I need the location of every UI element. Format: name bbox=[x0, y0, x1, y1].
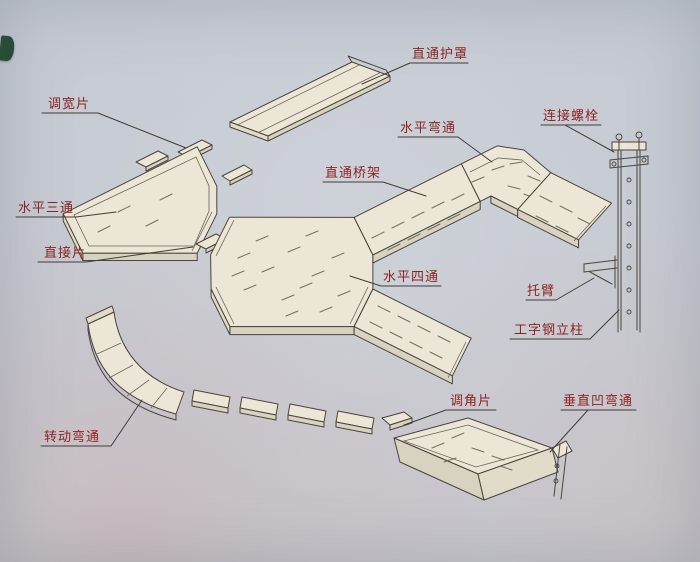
label-horizontal-bend: 水平弯通 bbox=[400, 121, 457, 136]
label-horizontal-cross: 水平四通 bbox=[383, 270, 440, 285]
label-straight-cover: 直通护罩 bbox=[412, 47, 469, 62]
label-i-beam-column: 工字钢立柱 bbox=[514, 323, 585, 338]
label-straight-tray: 直通桥架 bbox=[325, 166, 382, 181]
lower-branch-tray-drawing bbox=[353, 288, 472, 385]
i-beam-column-drawing bbox=[583, 131, 649, 333]
vertical-concave-bend-drawing bbox=[393, 417, 573, 501]
horizontal-cross-drawing bbox=[210, 216, 374, 336]
label-rotating-bend: 转动弯通 bbox=[44, 430, 101, 445]
support-arm-drawing bbox=[583, 255, 618, 289]
callout-leader-lines bbox=[15, 62, 637, 453]
angle-adjust-piece-drawing bbox=[381, 411, 413, 431]
label-direct-piece: 直接片 bbox=[44, 246, 87, 261]
label-angle-adjust-piece: 调角片 bbox=[450, 394, 493, 409]
tray-to-column-drawing bbox=[517, 172, 613, 249]
label-horizontal-tee: 水平三通 bbox=[18, 201, 75, 216]
label-support-arm: 托臂 bbox=[527, 284, 556, 299]
label-vertical-concave-bend: 垂直凹弯通 bbox=[563, 394, 634, 409]
angle-piece-chain-drawing bbox=[191, 389, 413, 435]
label-width-adjust-piece: 调宽片 bbox=[48, 97, 91, 112]
straight-cover-drawing bbox=[229, 55, 391, 142]
rotating-bend-drawing bbox=[85, 305, 185, 421]
connecting-bolt-drawing bbox=[609, 131, 649, 169]
straight-tray-drawing bbox=[353, 163, 481, 264]
horizontal-bend-drawing bbox=[460, 145, 552, 217]
horizontal-tee-drawing bbox=[62, 146, 218, 261]
label-connecting-bolt: 连接螺栓 bbox=[543, 109, 600, 124]
